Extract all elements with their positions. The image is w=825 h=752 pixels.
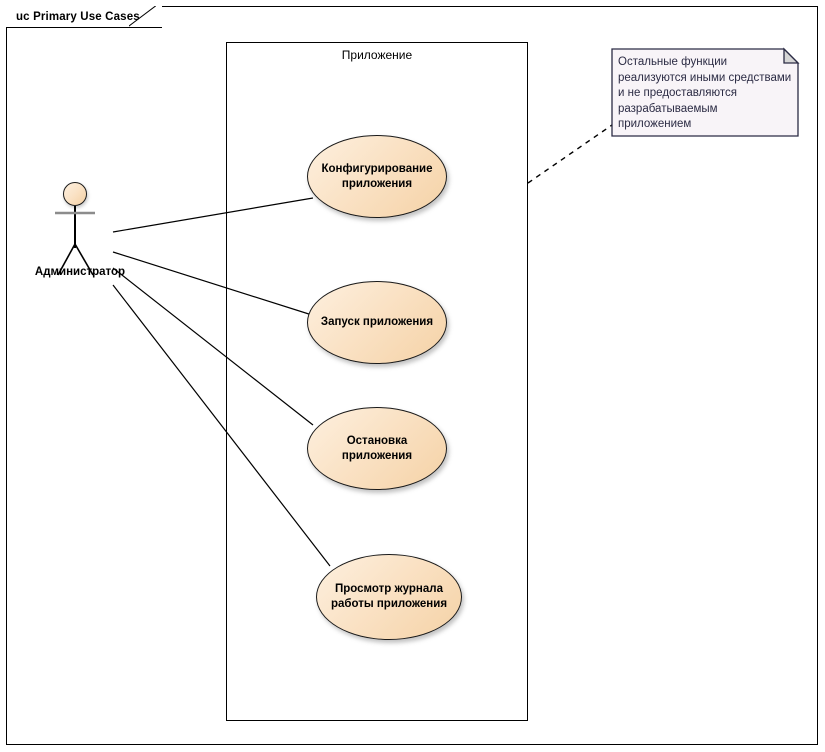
use-case-stop[interactable]: Остановка приложения xyxy=(307,407,447,490)
use-case-start[interactable]: Запуск приложения xyxy=(307,281,447,364)
actor-body-icon xyxy=(55,206,95,276)
use-case-label: Просмотр журнала работы приложения xyxy=(330,583,448,610)
diagram-title-tab[interactable]: uc Primary Use Cases xyxy=(6,6,162,28)
use-case-view-log[interactable]: Просмотр журнала работы приложения xyxy=(316,554,462,640)
diagram-title: uc Primary Use Cases xyxy=(16,10,140,23)
use-case-label: Конфигурирование приложения xyxy=(321,162,433,190)
note-annotation[interactable]: Остальные функции реализуются иными сред… xyxy=(610,47,800,140)
actor-head-icon xyxy=(63,182,87,206)
note-shape-icon xyxy=(611,47,800,137)
title-tab-corner-cut xyxy=(129,6,157,29)
use-case-configure[interactable]: Конфигурирование приложения xyxy=(307,135,447,218)
use-case-label: Запуск приложения xyxy=(320,316,434,328)
use-case-label: Остановка приложения xyxy=(341,434,413,462)
system-boundary-label: Приложение xyxy=(341,48,413,62)
actor-label: Администратор xyxy=(34,266,126,278)
note-text: Остальные функции реализуются иными сред… xyxy=(618,56,792,130)
actor-administrator[interactable]: Администратор xyxy=(35,182,125,287)
